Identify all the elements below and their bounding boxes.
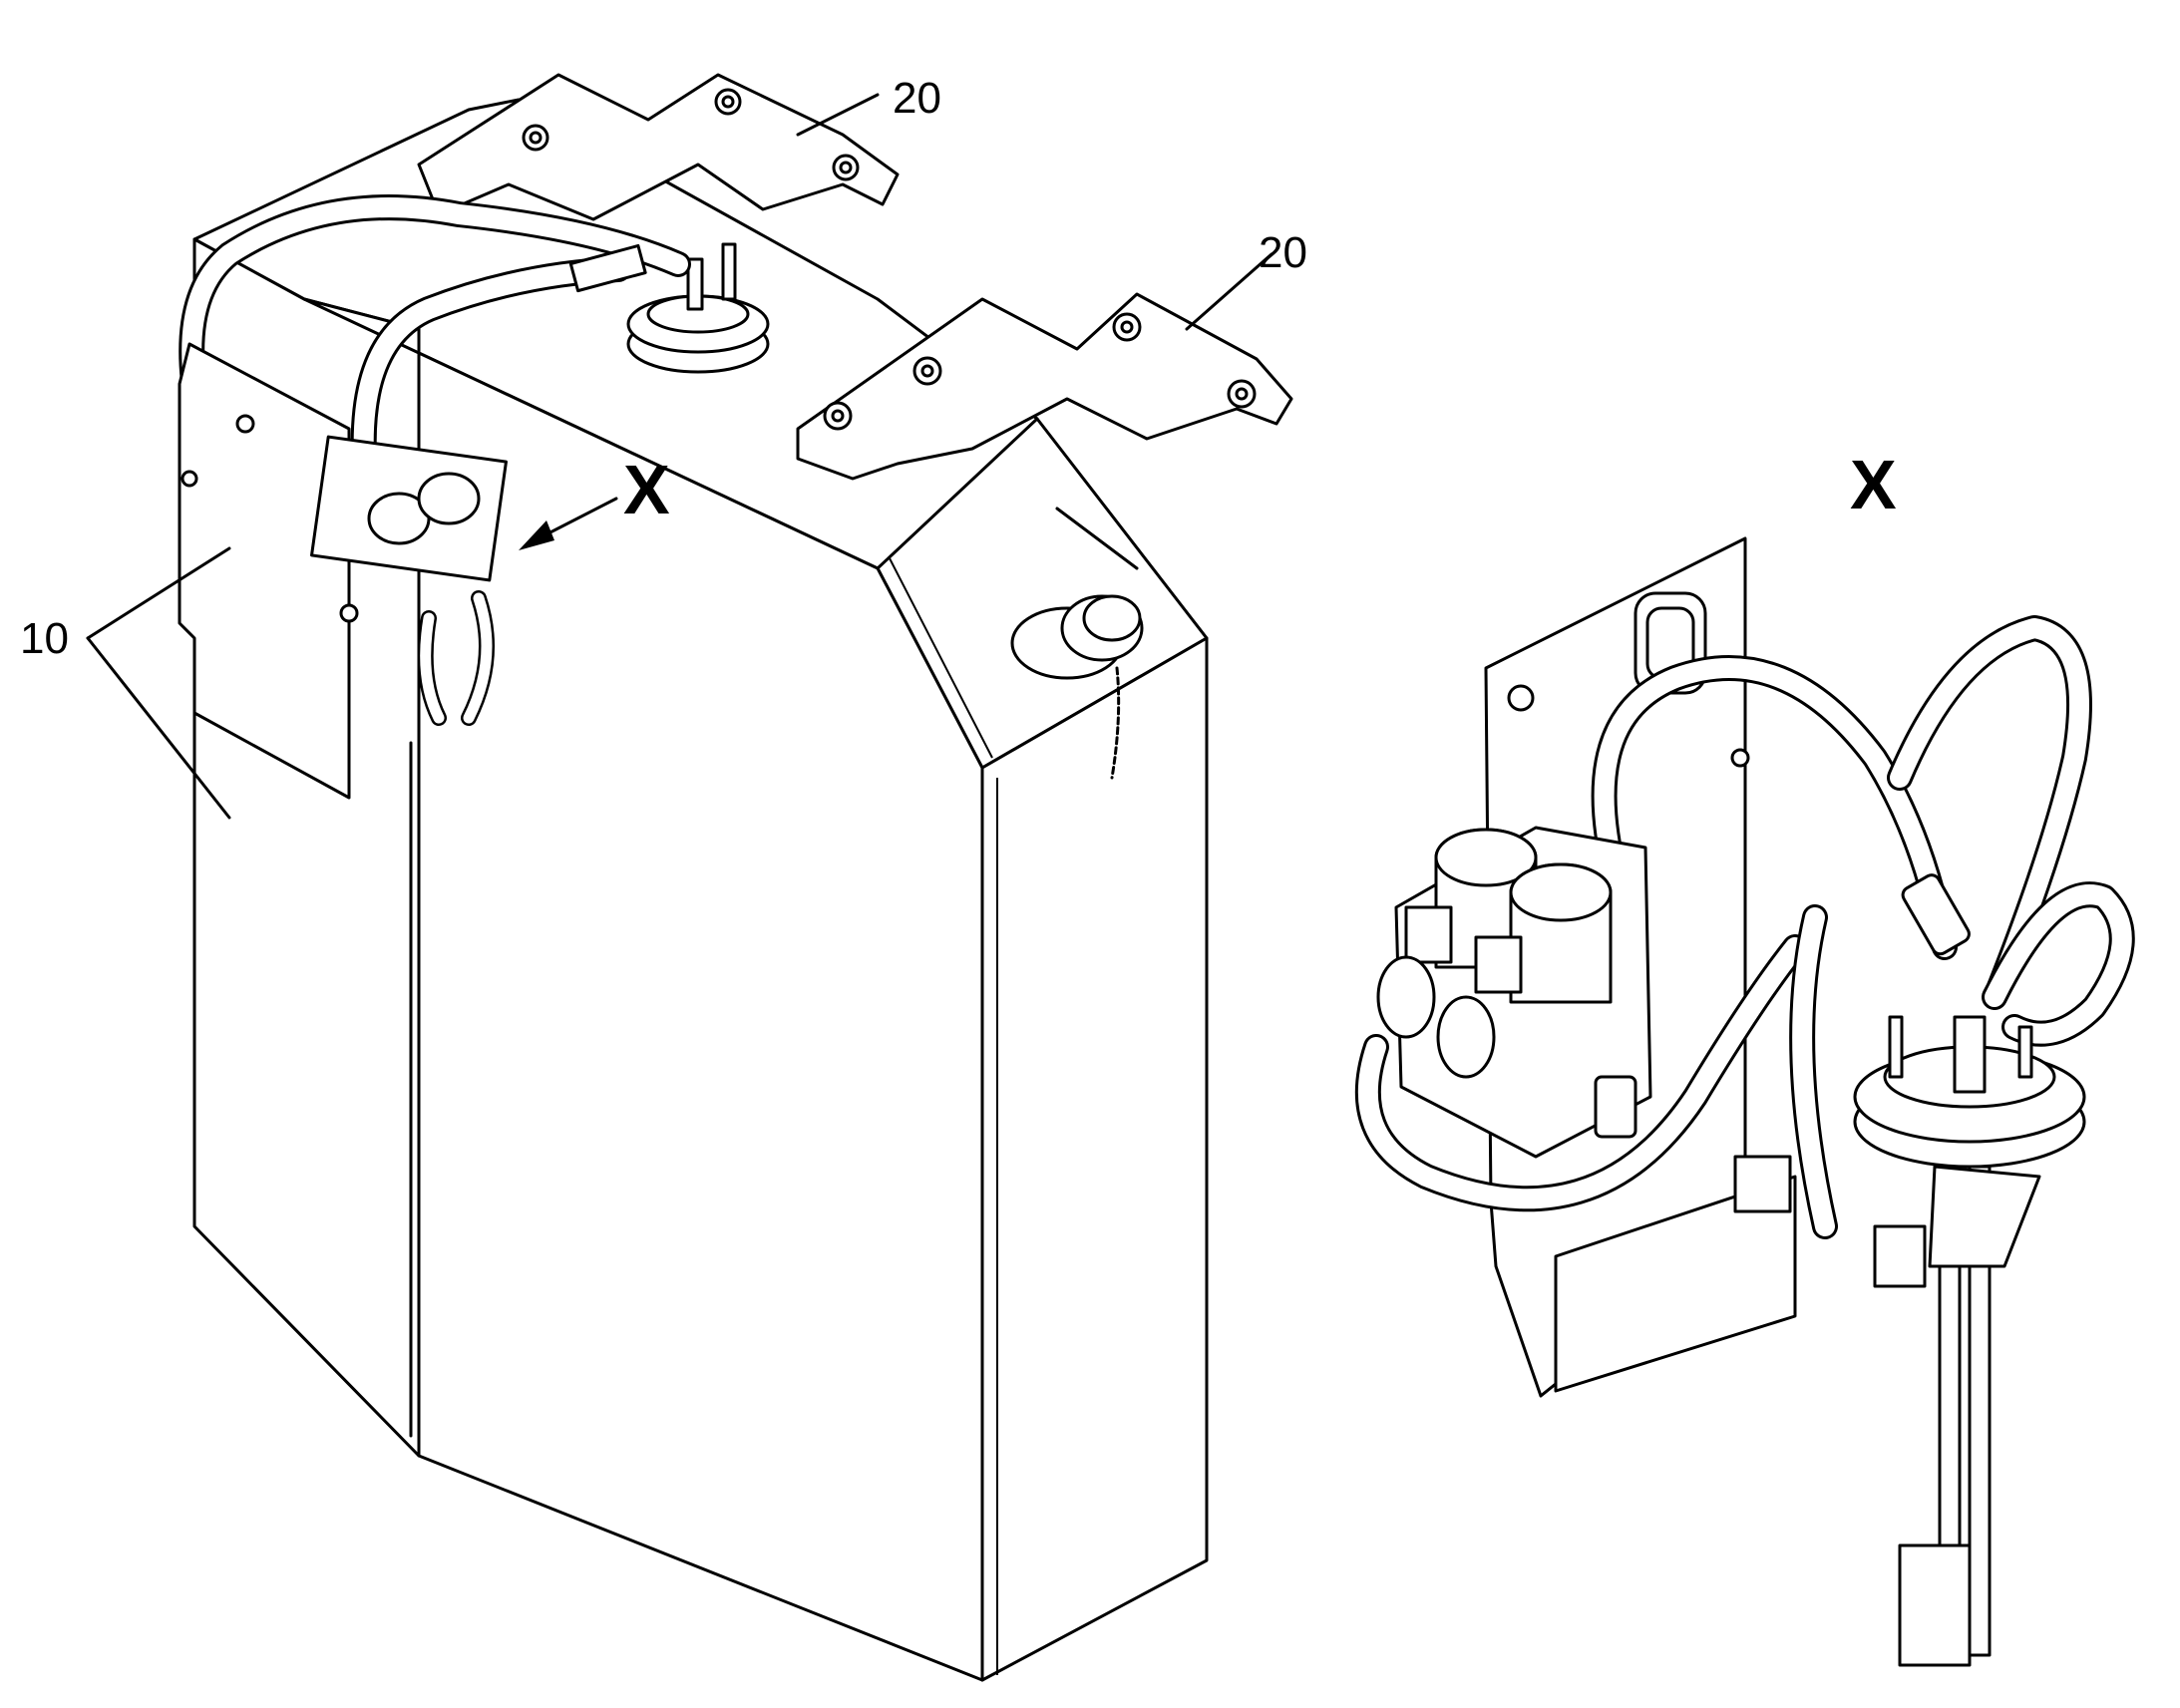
- valve-plate: [178, 342, 508, 1438]
- filler-cap: [626, 242, 770, 374]
- detail-view-x: [1354, 536, 2135, 1667]
- mounting-bracket-rear: [417, 73, 900, 221]
- callout-20-rear: 20: [893, 74, 941, 123]
- hose-loop: [179, 194, 691, 472]
- tank-body: [192, 98, 1209, 1682]
- leader-lines: [86, 93, 1273, 820]
- detail-view-title: X: [1850, 446, 1897, 523]
- vent-cap: [1010, 507, 1144, 780]
- tank-assembly: [178, 73, 1293, 1682]
- mounting-bracket-front: [796, 292, 1293, 481]
- callout-20-front: 20: [1259, 228, 1307, 277]
- view-arrow-label: X: [623, 451, 670, 528]
- callout-10: 10: [20, 614, 69, 663]
